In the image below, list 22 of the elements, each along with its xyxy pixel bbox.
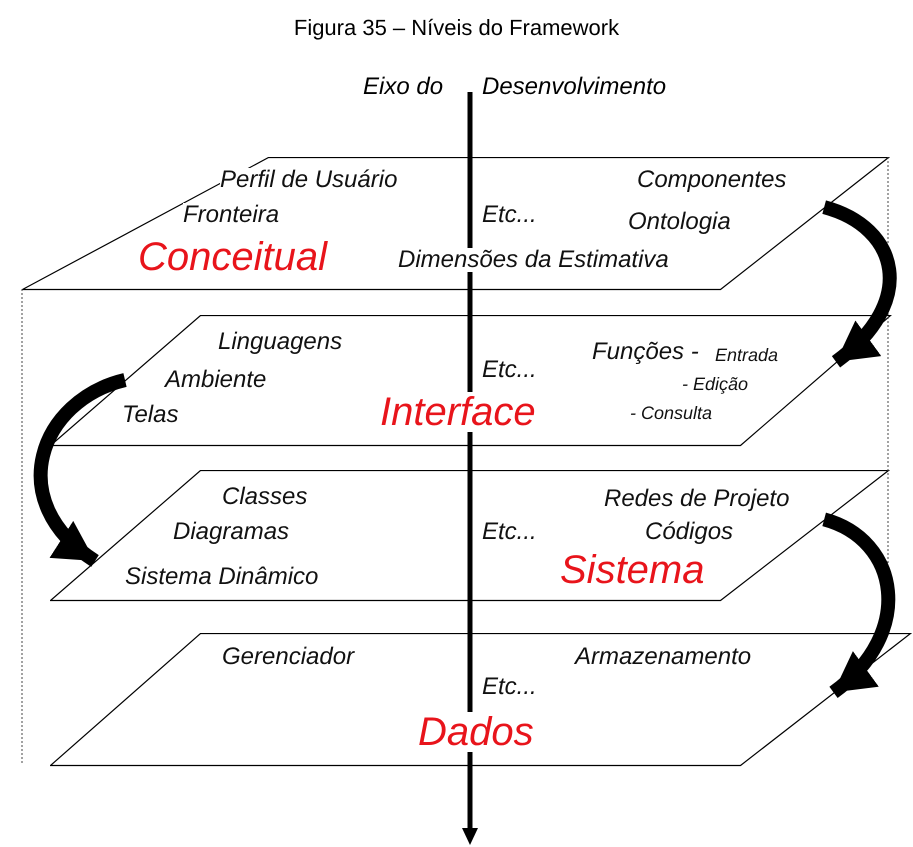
- layer-item: - Edição: [682, 375, 748, 393]
- layer-title: Dados: [418, 712, 534, 752]
- curved-arrow: [34, 373, 128, 567]
- layer-item: Entrada: [715, 346, 778, 364]
- layer-item: Componentes: [637, 168, 786, 192]
- layer-item: Funções -: [592, 340, 699, 364]
- layer-item: Linguagens: [218, 330, 342, 354]
- layer-plane: [50, 470, 888, 600]
- layer-plane: [50, 633, 910, 765]
- layer-item: Redes de Projeto: [604, 487, 790, 511]
- layer-item: Ontologia: [628, 210, 731, 234]
- figure-title: Figura 35 – Níveis do Framework: [292, 15, 620, 41]
- axis-label: Eixo do: [363, 75, 444, 99]
- layer-item: Códigos: [645, 520, 734, 544]
- axis-label: Desenvolvimento: [482, 75, 666, 99]
- layer-title: Interface: [380, 392, 536, 432]
- layer-item: Dimensões da Estimativa: [398, 248, 669, 272]
- curved-arrow: [822, 512, 895, 698]
- layer-item: Diagramas: [173, 520, 290, 544]
- layer-plane: [22, 157, 888, 289]
- layer-item: - Consulta: [630, 404, 712, 422]
- curved-arrow: [822, 200, 896, 368]
